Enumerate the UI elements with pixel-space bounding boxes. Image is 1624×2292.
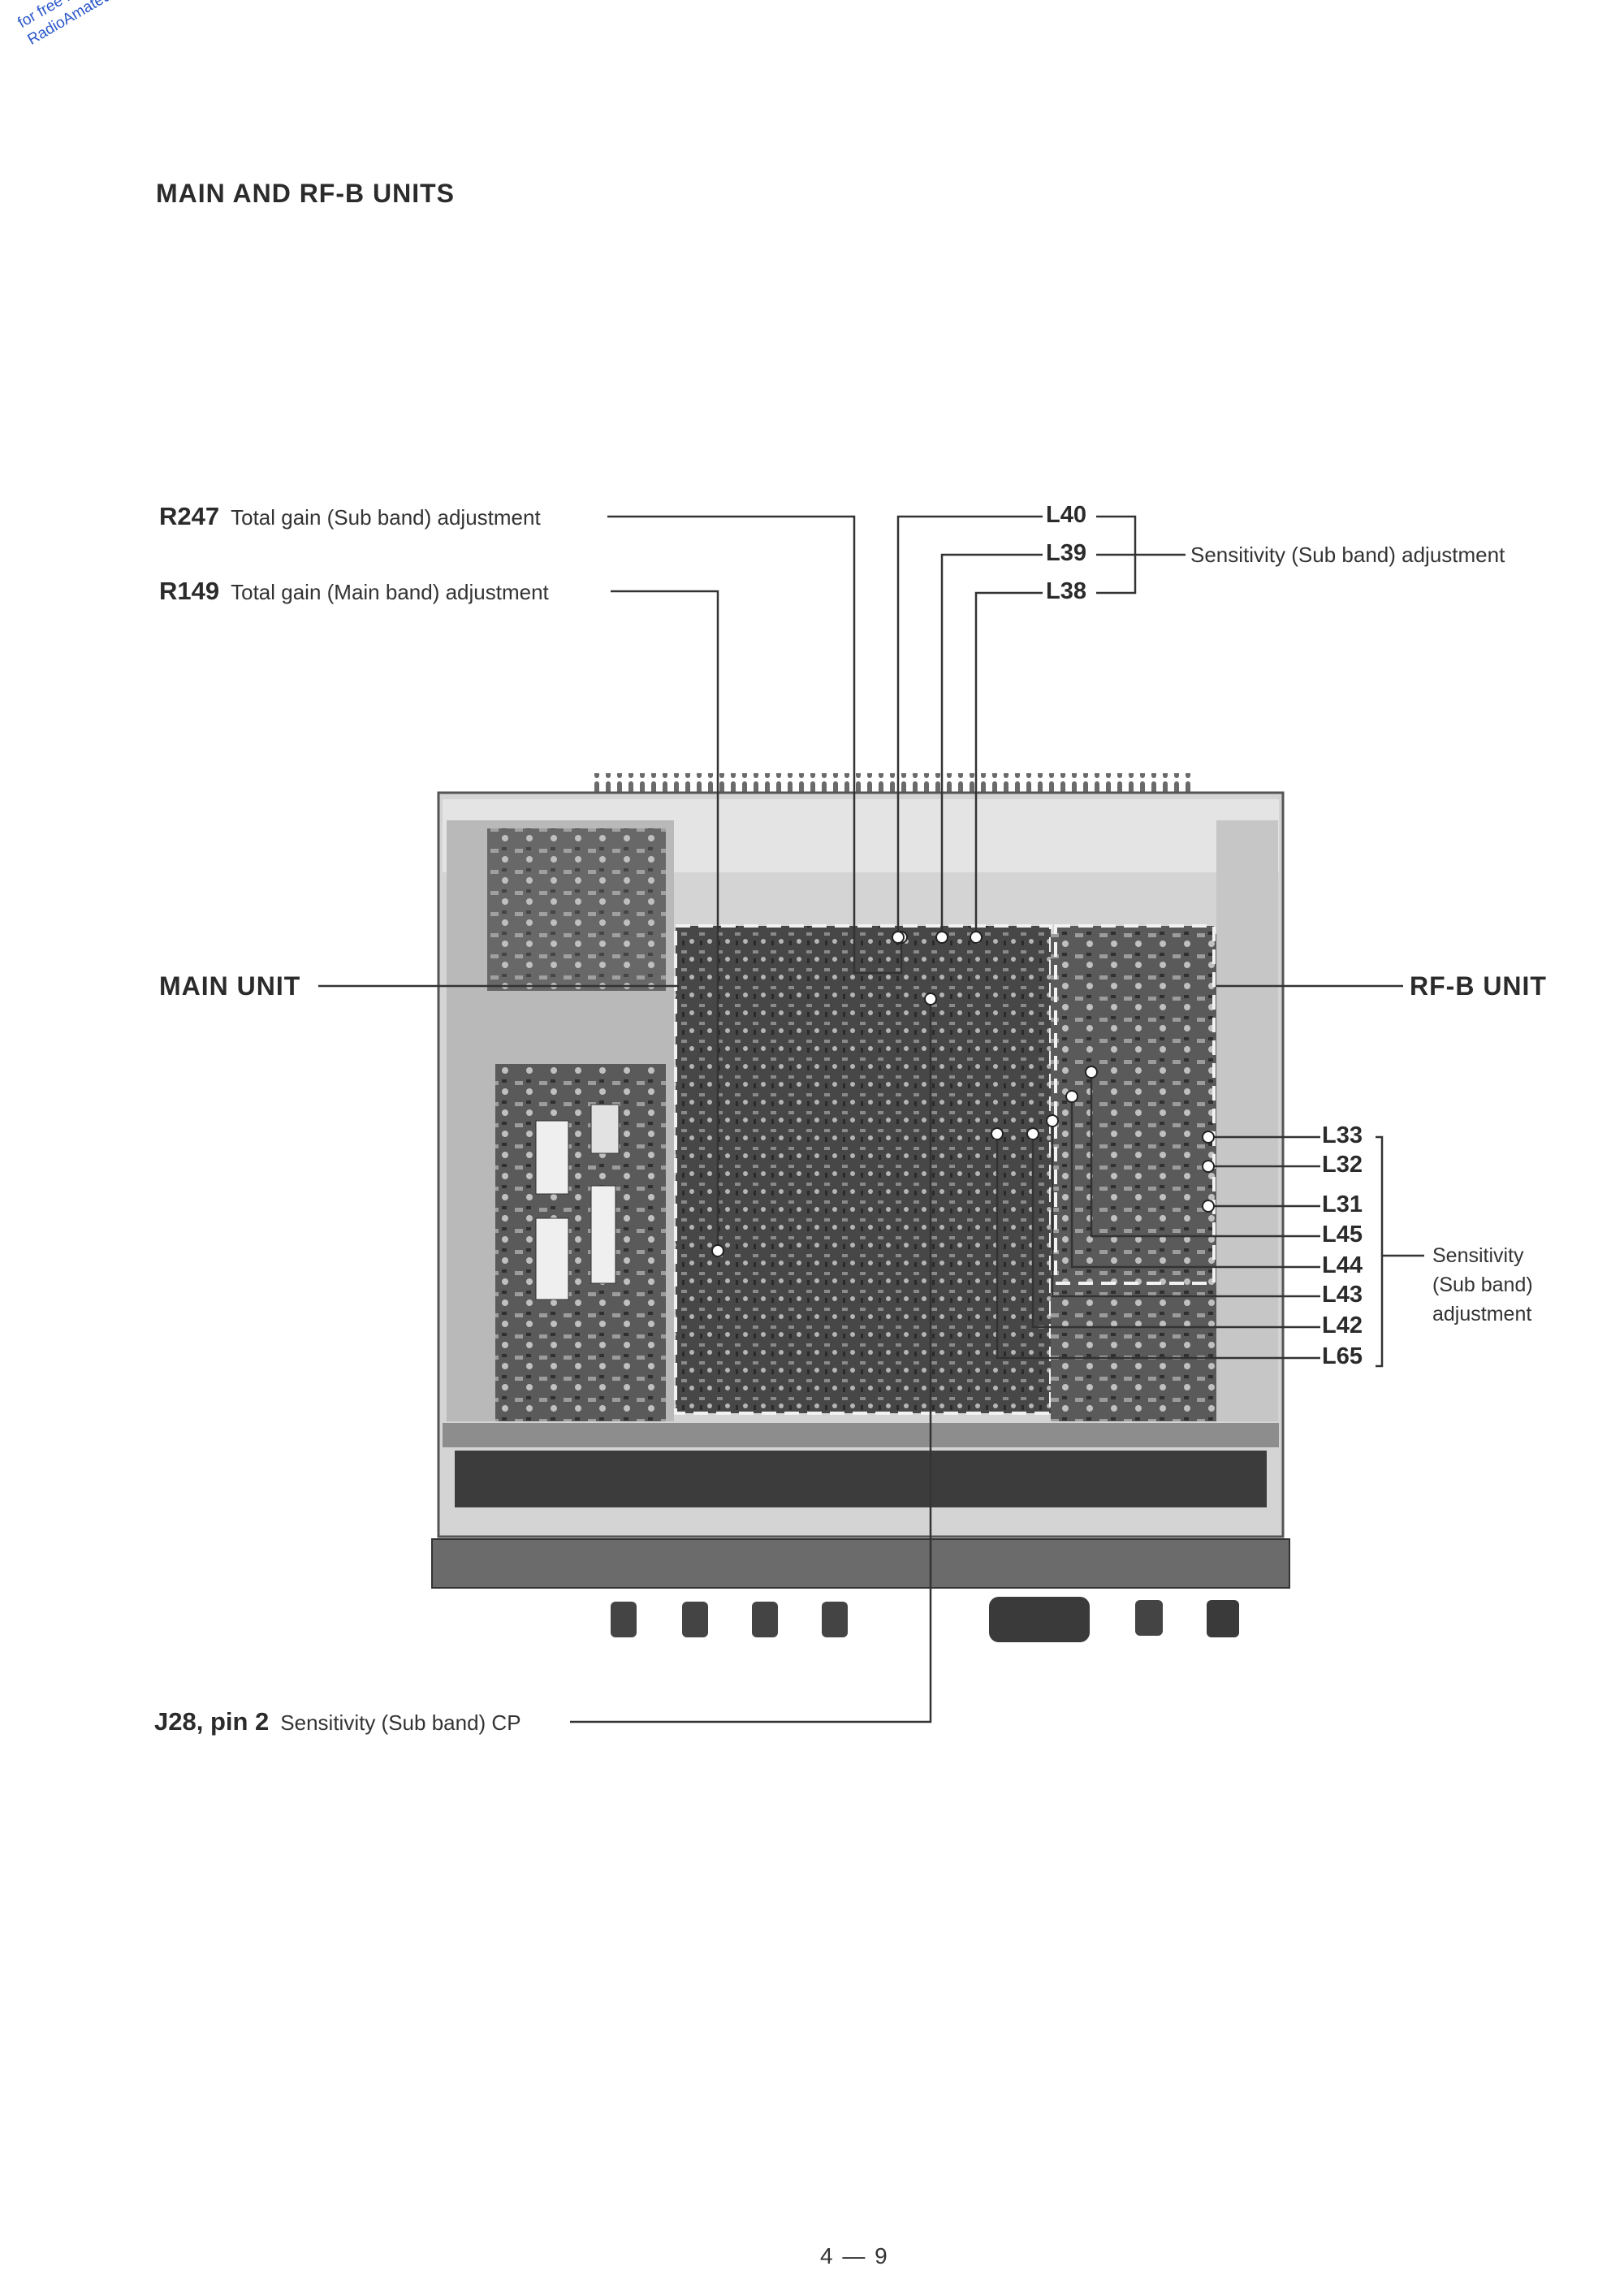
tp-l31 [1203, 1200, 1214, 1212]
callout-r149-ref: R149 [159, 577, 219, 605]
right-coils-note-line-3: adjustment [1432, 1300, 1533, 1329]
tp-j28 [925, 993, 936, 1005]
coil-label-l38: L38 [1046, 578, 1086, 605]
callout-r149: R149 Total gain (Main band) adjustment [159, 577, 549, 606]
tp-l33 [1203, 1131, 1214, 1143]
callout-j28: J28, pin 2 Sensitivity (Sub band) CP [154, 1707, 521, 1736]
tp-l39 [936, 932, 948, 943]
left-module-4 [591, 1186, 615, 1283]
coil-label-l65: L65 [1322, 1343, 1363, 1370]
tp-l43 [1047, 1115, 1058, 1127]
right-coils-note-line-2: (Sub band) [1432, 1270, 1533, 1300]
knob-6 [1207, 1600, 1239, 1637]
left-upper-block [487, 828, 666, 991]
callout-r247-desc: Total gain (Sub band) adjustment [231, 505, 541, 530]
coil-label-l40: L40 [1046, 502, 1086, 529]
left-module-3 [591, 1105, 619, 1153]
left-module-2 [536, 1218, 568, 1300]
knob-1 [611, 1602, 637, 1637]
coil-label-l39: L39 [1046, 540, 1086, 567]
knob-4 [822, 1602, 848, 1637]
left-board [495, 1064, 666, 1421]
tp-l44 [1066, 1091, 1078, 1102]
coil-label-l33: L33 [1322, 1122, 1363, 1149]
knob-3 [752, 1602, 778, 1637]
left-module-1 [536, 1121, 568, 1194]
coil-label-l31: L31 [1322, 1191, 1363, 1218]
main-dial [989, 1597, 1090, 1642]
callout-r247-ref: R247 [159, 502, 219, 530]
top-coils-note: Sensitivity (Sub band) adjustment [1190, 543, 1505, 568]
right-rail [1216, 820, 1278, 1421]
cable-harness [455, 1451, 1267, 1507]
coil-label-l32: L32 [1322, 1152, 1363, 1178]
tp-r149 [712, 1245, 723, 1256]
knob-2 [682, 1602, 708, 1637]
coil-label-l43: L43 [1322, 1282, 1363, 1308]
front-panel [432, 1539, 1289, 1588]
rfb-unit-board [1056, 926, 1214, 1283]
tp-l65 [991, 1128, 1003, 1140]
tp-l42 [1027, 1128, 1039, 1140]
right-coils-note: Sensitivity (Sub band) adjustment [1432, 1241, 1533, 1329]
coil-label-l42: L42 [1322, 1312, 1363, 1339]
callout-rfb-unit: RF-B UNIT [1410, 971, 1547, 1001]
knob-5 [1135, 1600, 1163, 1636]
callout-main-unit: MAIN UNIT [159, 971, 300, 1001]
coil-label-l44: L44 [1322, 1252, 1363, 1279]
right-coils-note-line-1: Sensitivity [1432, 1241, 1533, 1270]
connector-strip [443, 1423, 1279, 1447]
page-number: 4 — 9 [820, 2243, 889, 2269]
main-unit-board [676, 926, 1051, 1413]
callout-r247: R247 Total gain (Sub band) adjustment [159, 502, 541, 531]
callout-j28-desc: Sensitivity (Sub band) CP [280, 1710, 520, 1735]
coil-label-l45: L45 [1322, 1222, 1363, 1248]
bracket-right-coils [1376, 1137, 1382, 1366]
tp-l45 [1086, 1066, 1097, 1078]
callout-r149-desc: Total gain (Main band) adjustment [231, 580, 549, 604]
callout-j28-ref: J28, pin 2 [154, 1707, 269, 1736]
tp-l40 [892, 932, 904, 943]
tp-l32 [1203, 1161, 1214, 1172]
tp-l38 [970, 932, 982, 943]
